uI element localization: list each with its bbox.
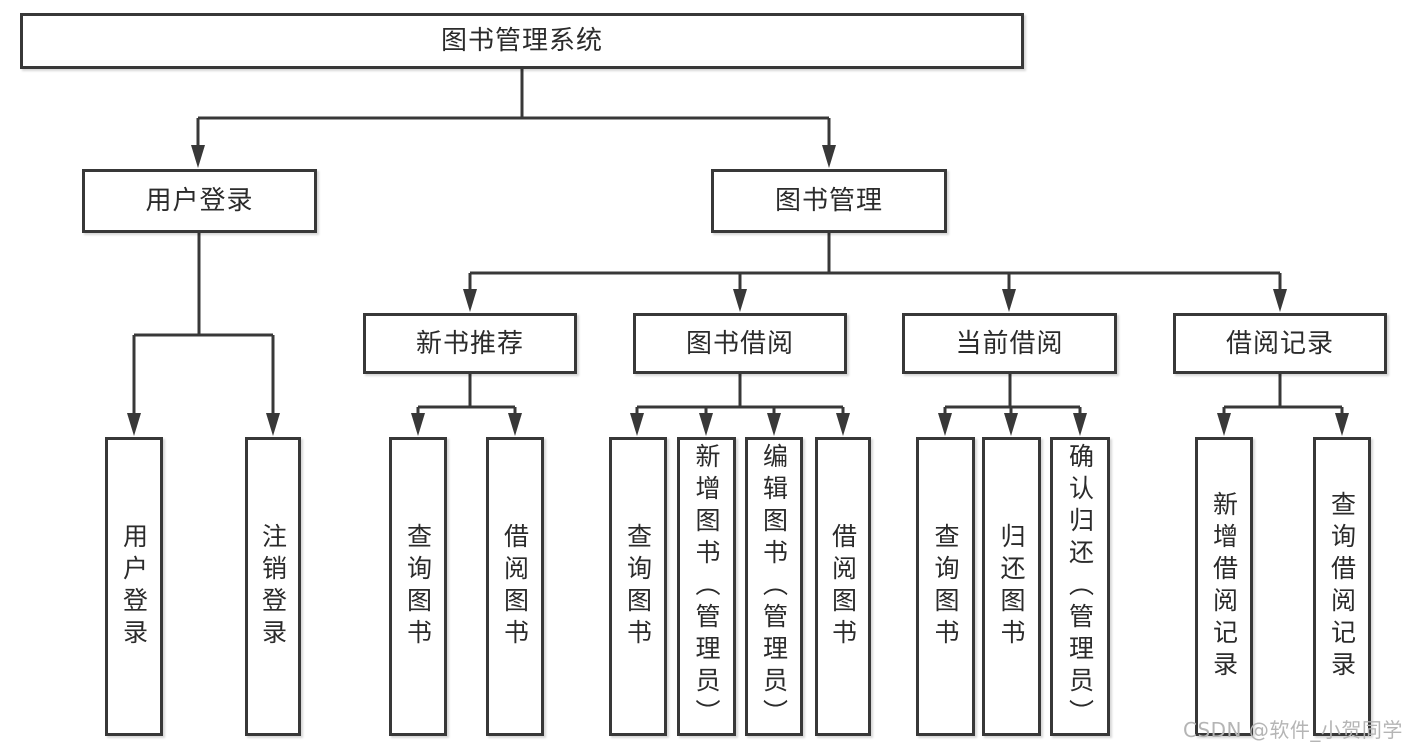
node-borrowing-records-label: 借阅记录 xyxy=(1225,328,1334,359)
csdn-watermark: CSDN @软件_小贺同学 xyxy=(1183,718,1403,742)
leaf-bb-add-books-admin-label: 新增图书（管理员） xyxy=(692,442,721,731)
node-user-login: 用户登录 xyxy=(82,169,317,233)
leaf-bb-edit-books-admin-label: 编辑图书（管理员） xyxy=(759,442,789,731)
node-new-book-recommend: 新书推荐 xyxy=(363,313,577,374)
node-root-label: 图书管理系统 xyxy=(440,26,603,56)
leaf-br-add-record: 新增借阅记录 xyxy=(1195,437,1253,736)
leaf-cb-return-books-label: 归还图书 xyxy=(997,522,1026,651)
leaf-br-add-record-label: 新增借阅记录 xyxy=(1209,490,1239,683)
leaf-cb-confirm-return-admin: 确认归还（管理员） xyxy=(1050,437,1110,736)
leaf-cb-query-books-label: 查询图书 xyxy=(931,522,960,651)
node-current-borrowing-label: 当前借阅 xyxy=(955,328,1064,359)
leaf-cb-confirm-return-admin-label: 确认归还（管理员） xyxy=(1065,442,1095,731)
leaf-bb-borrow-books: 借阅图书 xyxy=(815,437,871,736)
node-current-borrowing: 当前借阅 xyxy=(902,313,1117,374)
node-book-borrowing: 图书借阅 xyxy=(633,313,847,374)
arrowheads xyxy=(127,145,1349,436)
node-book-management: 图书管理 xyxy=(711,169,947,233)
leaf-nbr-borrow-books: 借阅图书 xyxy=(486,437,544,736)
node-book-borrowing-label: 图书借阅 xyxy=(685,328,794,359)
leaf-cb-return-books: 归还图书 xyxy=(982,437,1041,736)
node-borrowing-records: 借阅记录 xyxy=(1173,313,1387,374)
node-root: 图书管理系统 xyxy=(20,13,1024,69)
leaf-cb-query-books: 查询图书 xyxy=(916,437,975,736)
node-new-book-recommend-label: 新书推荐 xyxy=(415,328,524,359)
tree-edges xyxy=(132,69,1344,415)
leaf-bb-query-books: 查询图书 xyxy=(609,437,667,736)
leaf-logout-label: 注销登录 xyxy=(258,522,288,651)
leaf-br-query-record: 查询借阅记录 xyxy=(1313,437,1371,736)
leaf-nbr-query-books: 查询图书 xyxy=(389,437,447,736)
node-user-login-label: 用户登录 xyxy=(145,186,254,216)
leaf-nbr-borrow-books-label: 借阅图书 xyxy=(500,522,530,651)
leaf-bb-borrow-books-label: 借阅图书 xyxy=(828,522,858,651)
leaf-nbr-query-books-label: 查询图书 xyxy=(403,522,433,651)
node-book-management-label: 图书管理 xyxy=(774,186,883,216)
leaf-br-query-record-label: 查询借阅记录 xyxy=(1327,490,1357,683)
leaf-bb-add-books-admin: 新增图书（管理员） xyxy=(677,437,736,736)
leaf-user-login-label: 用户登录 xyxy=(119,522,149,651)
leaf-bb-query-books-label: 查询图书 xyxy=(623,522,653,651)
leaf-user-login: 用户登录 xyxy=(105,437,163,736)
leaf-logout: 注销登录 xyxy=(245,437,301,736)
leaf-bb-edit-books-admin: 编辑图书（管理员） xyxy=(745,437,803,736)
